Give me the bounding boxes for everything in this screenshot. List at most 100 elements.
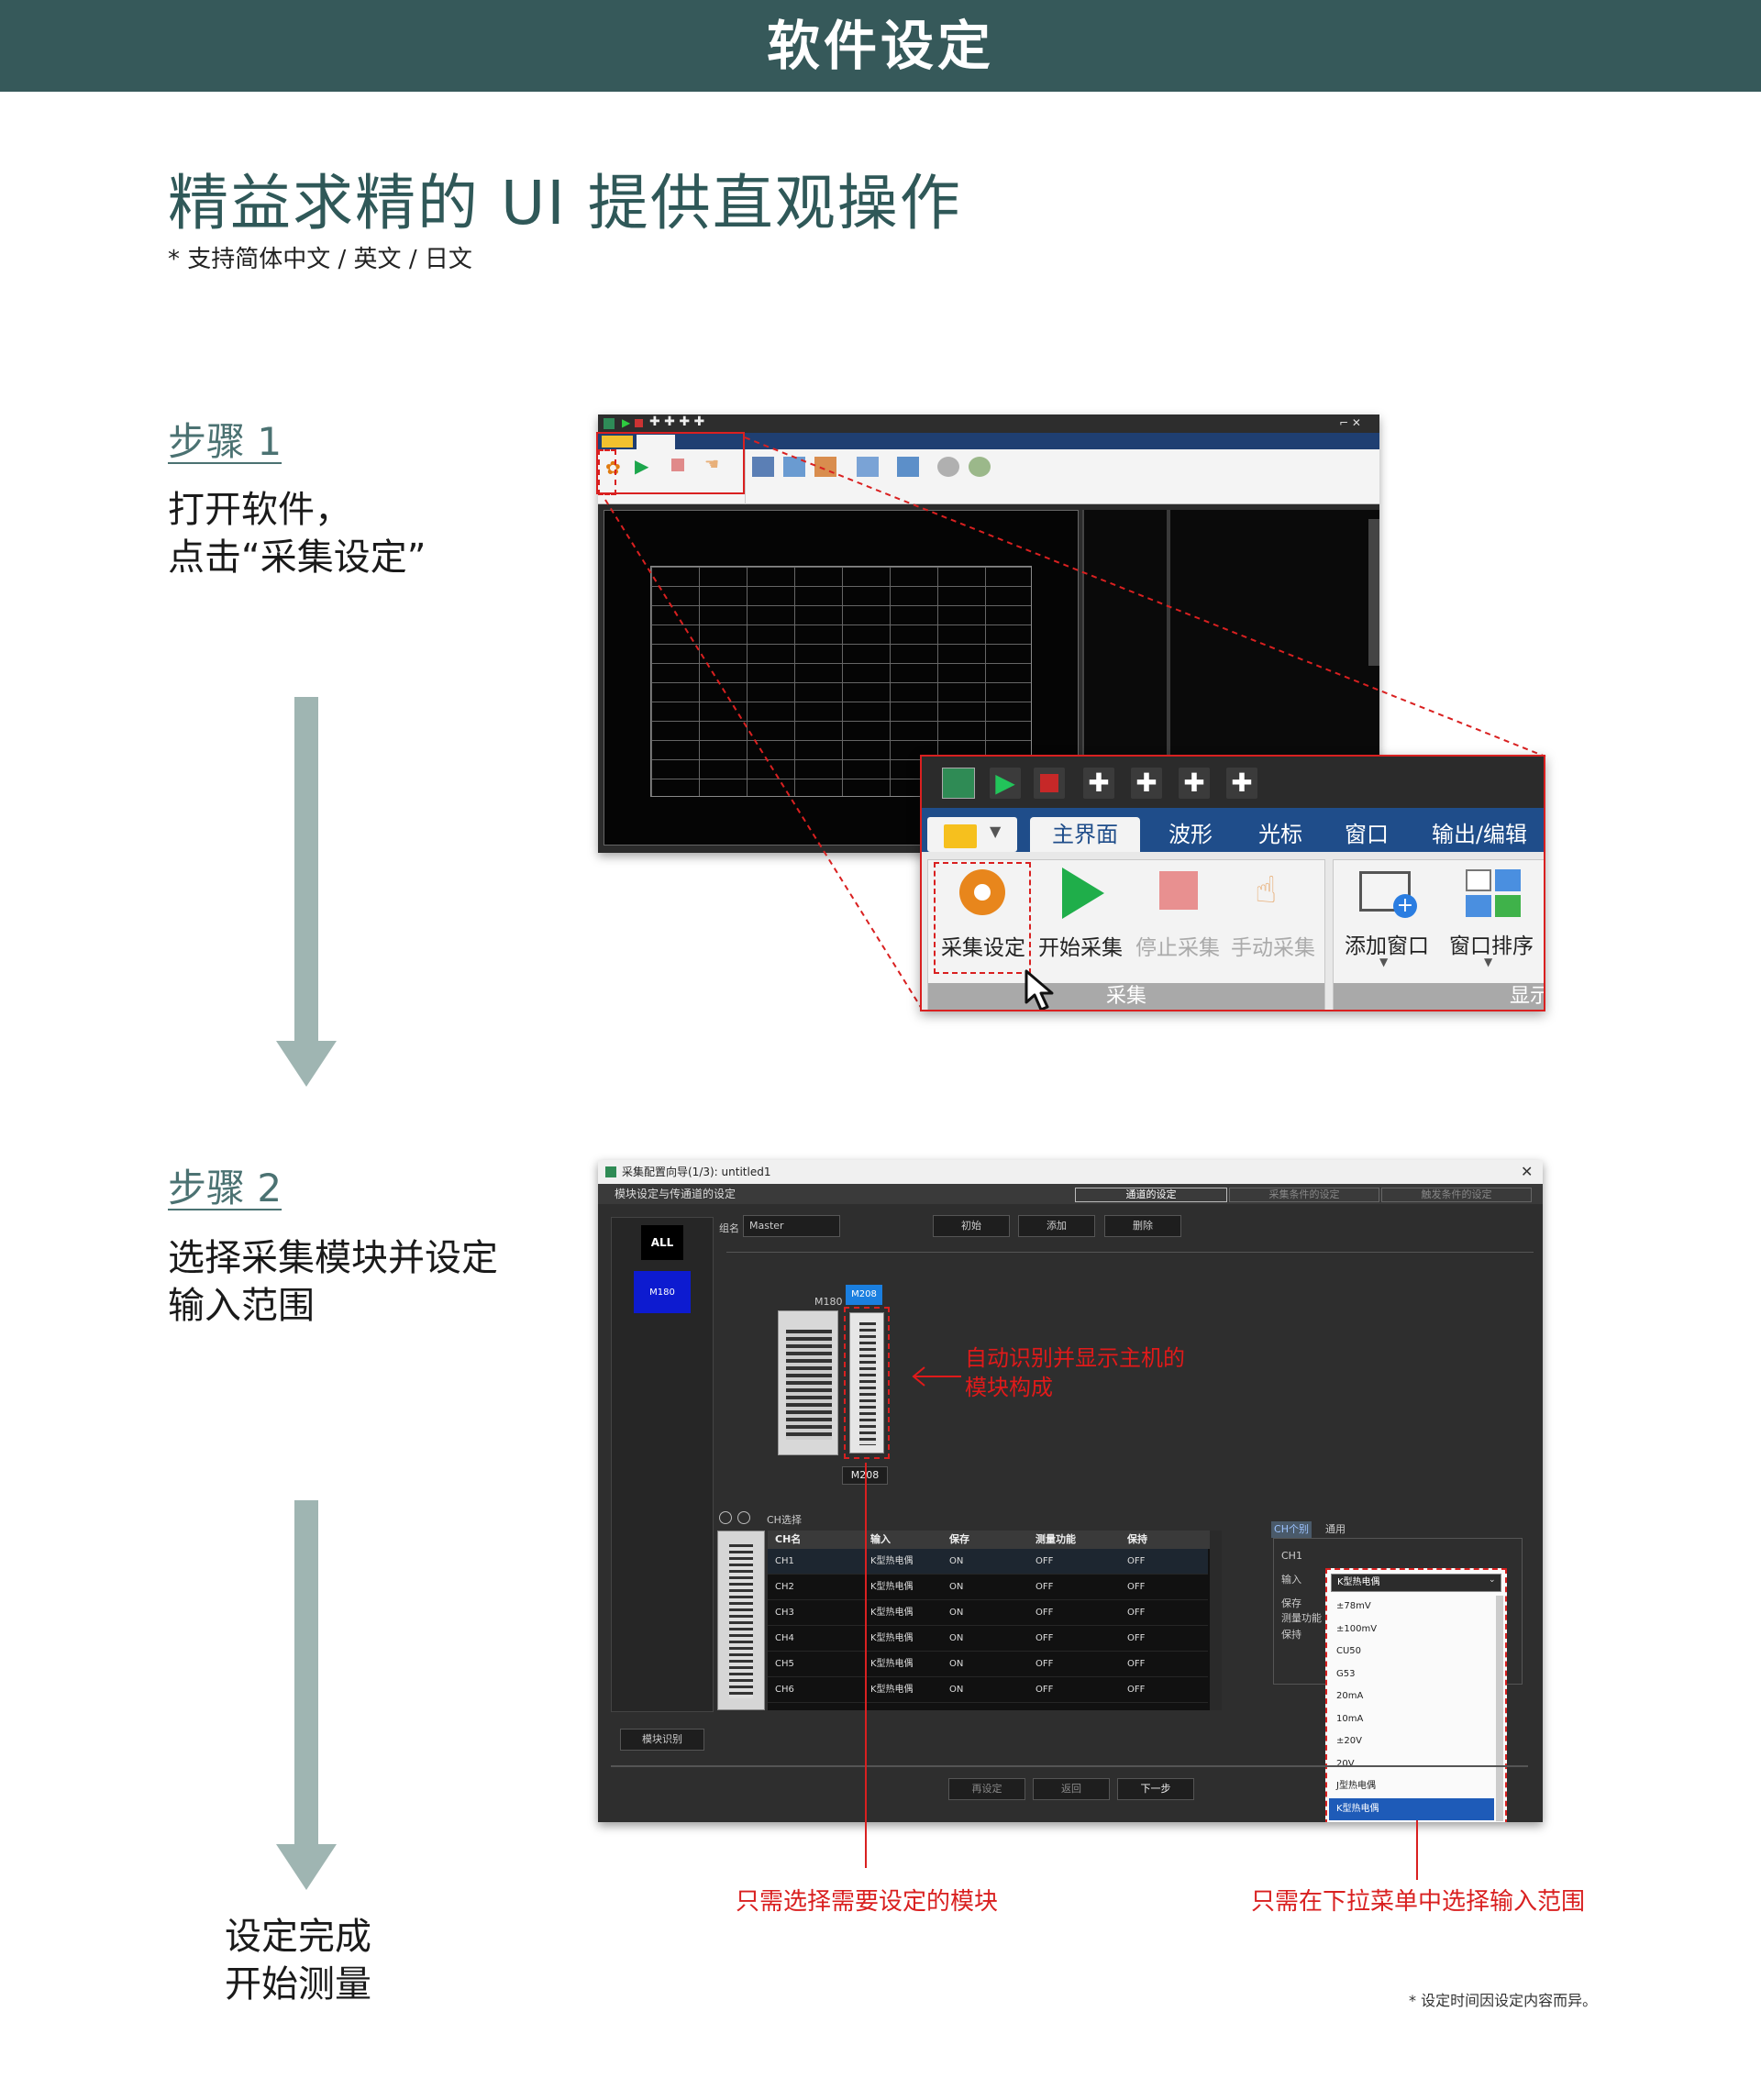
wizard-subtitle: 模块设定与传通道的设定	[598, 1184, 1543, 1204]
acq-group-label: 采集	[928, 983, 1324, 1010]
stop-button[interactable]: 停止采集	[1132, 862, 1224, 972]
table-row[interactable]: CH6 K型热电偶 ON OFF OFF	[768, 1677, 1208, 1703]
table-row[interactable]: CH1 K型热电偶 ON OFF OFF	[768, 1549, 1208, 1575]
gear-icon[interactable]: ✿	[605, 457, 621, 479]
tab-output-edit[interactable]: 输出/编辑	[1431, 822, 1528, 847]
add-button[interactable]: 添加	[1018, 1215, 1095, 1237]
stop-icon[interactable]	[671, 459, 684, 471]
connect-icon[interactable]	[969, 457, 991, 477]
table-row[interactable]: CH4 K型热电偶 ON OFF OFF	[768, 1626, 1208, 1652]
tab-cursor[interactable]: 光标	[1258, 822, 1302, 847]
cursor-tools-icon[interactable]: ✚ ✚ ✚ ✚	[649, 414, 705, 429]
module-right-label[interactable]: M208	[846, 1285, 882, 1305]
cell: OFF	[1036, 1556, 1054, 1566]
arrange-icon[interactable]	[783, 457, 805, 477]
wizard-step-1[interactable]: 通道的设定	[1075, 1188, 1227, 1202]
tab-main-mini[interactable]	[637, 435, 675, 449]
col-ch-name: CH名	[775, 1533, 802, 1545]
tab-ch-individual[interactable]: CH个别	[1271, 1521, 1312, 1538]
close-icon[interactable]: ✕	[1521, 1163, 1534, 1180]
window-icon[interactable]	[814, 457, 836, 477]
start-icon	[1062, 868, 1104, 919]
acq-settings-button[interactable]: 采集设定	[937, 862, 1029, 972]
cell: OFF	[1127, 1608, 1146, 1618]
start-icon[interactable]: ▶	[635, 455, 649, 477]
folder-icon[interactable]	[602, 436, 633, 448]
hand-icon: ☝	[1255, 869, 1278, 912]
cell: ON	[949, 1582, 964, 1592]
dropdown-option[interactable]: CU50	[1336, 1646, 1362, 1656]
back-button[interactable]: 返回	[1033, 1778, 1110, 1800]
arrange-button[interactable]: 窗口排序 ▼	[1442, 862, 1541, 976]
add-window-button[interactable]: + 添加窗口 ▼	[1337, 862, 1436, 976]
wizard-step-2[interactable]: 采集条件的设定	[1229, 1188, 1379, 1202]
play-icon[interactable]: ▶	[622, 416, 631, 429]
refresh-icon[interactable]	[719, 1511, 732, 1524]
acq-settings-label: 采集设定	[941, 936, 1025, 960]
divider	[611, 1765, 1528, 1767]
table-scrollbar[interactable]	[1210, 1531, 1222, 1710]
init-button[interactable]: 初始	[933, 1215, 1010, 1237]
side-toolbar[interactable]	[1368, 519, 1379, 666]
cursor-d-icon[interactable]: ✚	[1226, 768, 1257, 799]
group-name-input[interactable]: Master	[743, 1215, 840, 1237]
step1-desc: 打开软件， 点击“采集设定”	[168, 486, 426, 581]
channel-table: CH名 输入 保存 测量功能 保持 CH1 K型热电偶 ON OFF OFF C…	[768, 1531, 1222, 1710]
all-button[interactable]: ALL	[641, 1225, 683, 1260]
cell: ON	[949, 1556, 964, 1566]
table-row[interactable]: CH5 K型热电偶 ON OFF OFF	[768, 1652, 1208, 1677]
dropdown-option[interactable]: ±20V	[1336, 1736, 1362, 1746]
cell: OFF	[1036, 1633, 1054, 1643]
tab-window[interactable]: 窗口	[1345, 822, 1389, 847]
table-row[interactable]: CH3 K型热电偶 ON OFF OFF	[768, 1600, 1208, 1626]
dropdown-option[interactable]: ±100mV	[1336, 1623, 1378, 1634]
export-icon[interactable]	[897, 457, 919, 477]
tab-common[interactable]: 通用	[1325, 1523, 1346, 1535]
module-item-m180[interactable]: M180	[634, 1271, 691, 1313]
window-controls-icon[interactable]: ⌐ ✕	[1339, 416, 1361, 429]
start-button[interactable]: 开始采集	[1035, 862, 1126, 972]
dropdown-current[interactable]: K型热电偶	[1331, 1574, 1501, 1592]
dropdown-option[interactable]: ±78mV	[1336, 1601, 1371, 1611]
dropdown-option[interactable]: 10mA	[1336, 1713, 1364, 1724]
step2-desc: 选择采集模块并设定 输入范围	[168, 1234, 498, 1330]
stop-icon[interactable]	[635, 419, 643, 427]
flow-arrow-1-shaft	[294, 697, 318, 1045]
add-window-icon: +	[1359, 871, 1417, 918]
input-module-image[interactable]	[849, 1312, 884, 1453]
auto-detect-annotation: 自动识别并显示主机的 模块构成	[965, 1343, 1185, 1402]
dropdown-option-selected[interactable]: K型热电偶	[1329, 1797, 1494, 1820]
play-icon[interactable]: ▶	[990, 768, 1021, 799]
module-detect-button[interactable]: 模块识别	[620, 1729, 704, 1751]
step2-desc-line2: 输入范围	[168, 1285, 315, 1327]
dropdown-option[interactable]: 20mA	[1336, 1691, 1364, 1701]
dropdown-scrollbar[interactable]	[1496, 1596, 1503, 1821]
stop-icon[interactable]	[1034, 768, 1065, 799]
hand-icon[interactable]: ☚	[704, 455, 720, 474]
acq-settings-highlight	[934, 862, 1031, 974]
dropdown-option[interactable]: J型热电偶	[1336, 1781, 1376, 1791]
auto-detect-line2: 模块构成	[965, 1375, 1053, 1400]
cell: OFF	[1036, 1608, 1054, 1618]
input-range-dropdown[interactable]: K型热电偶 ⌄ ±78mV ±100mV CU50 G53 20mA 10mA …	[1325, 1568, 1507, 1822]
group-label: 组名	[719, 1222, 739, 1234]
globe-icon[interactable]	[937, 457, 959, 477]
layout-icon[interactable]	[857, 457, 879, 477]
dropdown-option[interactable]: G53	[1336, 1668, 1356, 1679]
tab-main[interactable]: 主界面	[1030, 817, 1140, 852]
dropdown-option[interactable]: 20V	[1336, 1758, 1355, 1769]
file-menu-button[interactable]: ▼	[927, 817, 1017, 852]
delete-button[interactable]: 删除	[1104, 1215, 1181, 1237]
cursor-b-icon[interactable]: ✚	[1131, 768, 1162, 799]
cursor-c-icon[interactable]: ✚	[1179, 768, 1210, 799]
cursor-a-icon[interactable]: ✚	[1083, 768, 1114, 799]
manual-button[interactable]: ☝ 手动采集	[1227, 862, 1319, 972]
reset-button[interactable]: 再设定	[948, 1778, 1025, 1800]
sync-icon[interactable]	[737, 1511, 750, 1524]
step1-desc-line1: 打开软件，	[168, 489, 351, 531]
table-row[interactable]: CH2 K型热电偶 ON OFF OFF	[768, 1575, 1208, 1600]
add-window-icon[interactable]	[752, 457, 774, 477]
tab-waveform[interactable]: 波形	[1168, 822, 1213, 847]
wizard-step-3[interactable]: 触发条件的设定	[1381, 1188, 1532, 1202]
next-button[interactable]: 下一步	[1117, 1778, 1194, 1800]
